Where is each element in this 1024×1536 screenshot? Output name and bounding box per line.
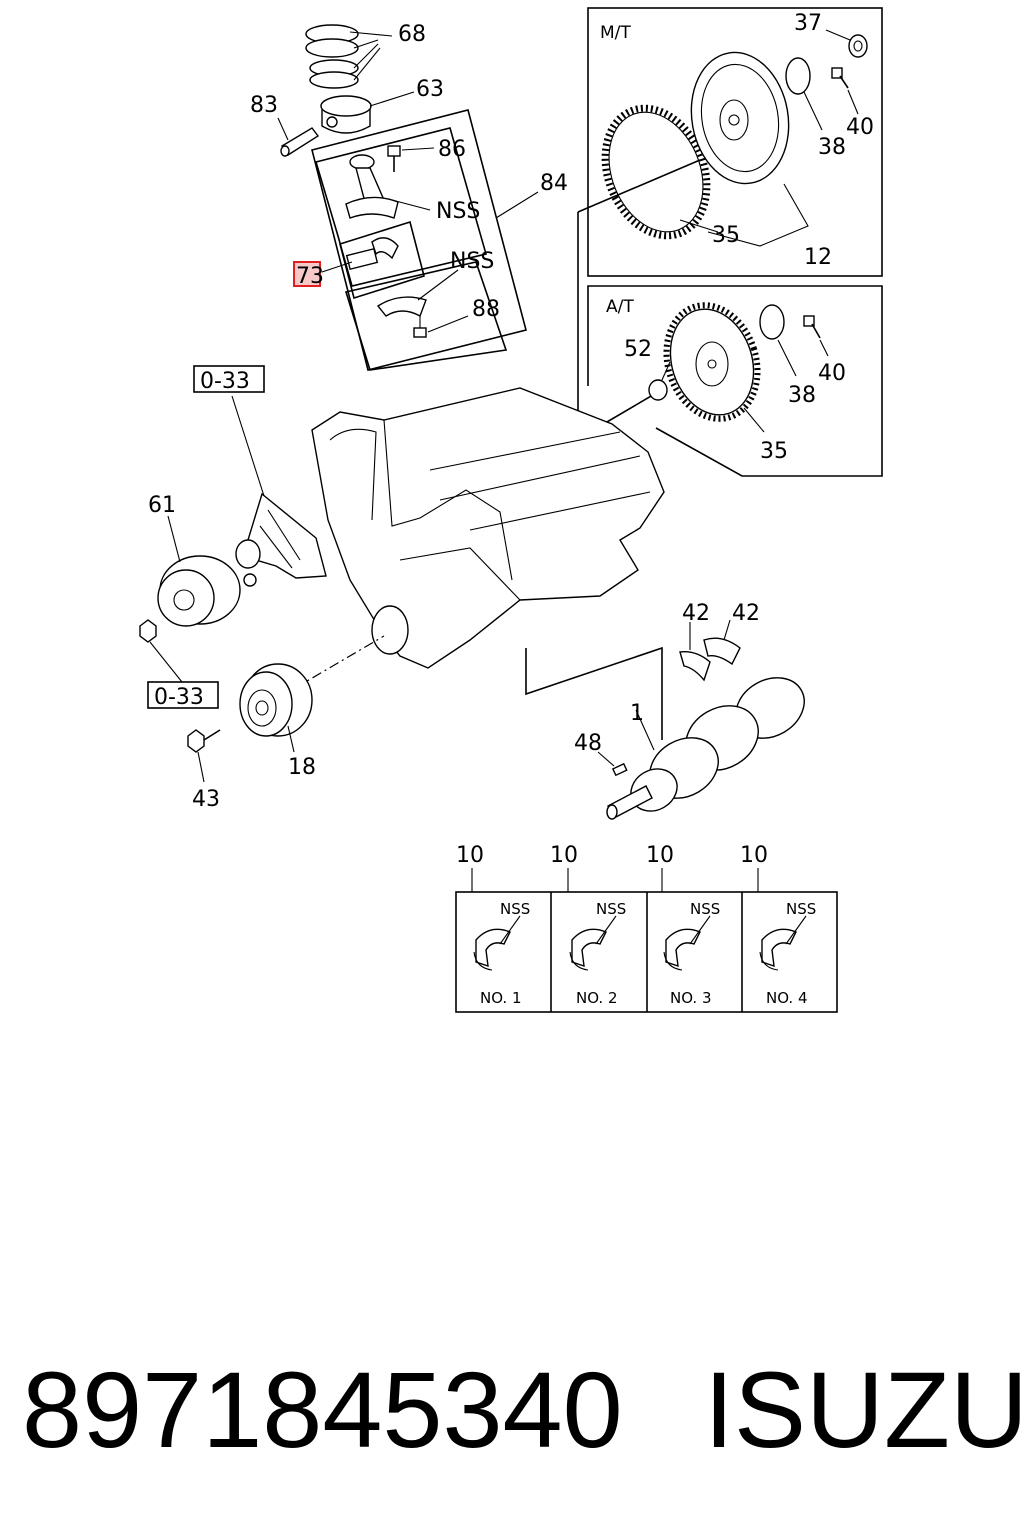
main-bearing-1[interactable] xyxy=(473,915,521,971)
callout-mt-plate: 38 xyxy=(818,135,846,160)
bearing-nss-1: NSS xyxy=(500,900,530,918)
conrod-bearing[interactable] xyxy=(321,237,399,273)
callout-rod-assembly: 84 xyxy=(540,171,568,196)
thrust-washer-left[interactable] xyxy=(679,622,711,682)
bearing-callout-1: 10 xyxy=(456,843,484,868)
interval-box-top xyxy=(193,365,265,393)
callout-at-pilot: 52 xyxy=(624,337,652,362)
conrod-assembly-frame xyxy=(311,109,539,371)
pulley-nut[interactable] xyxy=(139,619,183,683)
at-panel-label: A/T xyxy=(606,297,634,317)
interval-label-top: 0-33 xyxy=(200,369,250,394)
connecting-rod[interactable] xyxy=(345,154,431,219)
callout-rod-nut: 88 xyxy=(472,297,500,322)
callout-damper-bolt: 43 xyxy=(192,787,220,812)
callout-rod-bolt: 86 xyxy=(438,137,466,162)
callout-damper: 18 xyxy=(288,755,316,780)
conrod-bolt[interactable] xyxy=(387,145,435,172)
main-bearing-3[interactable] xyxy=(663,915,711,971)
main-bearing-table xyxy=(455,868,838,1013)
bearing-callout-2: 10 xyxy=(550,843,578,868)
at-plate[interactable] xyxy=(759,304,797,377)
mt-bolt[interactable] xyxy=(831,67,859,115)
callout-rings: 68 xyxy=(398,22,426,47)
piston-pin[interactable] xyxy=(277,117,320,157)
bearing-callout-4: 10 xyxy=(740,843,768,868)
callout-pulley: 61 xyxy=(148,493,176,518)
callout-key: 48 xyxy=(574,731,602,756)
crank-damper[interactable] xyxy=(239,663,313,753)
main-bearing-2[interactable] xyxy=(569,915,617,971)
bearing-nss-4: NSS xyxy=(786,900,816,918)
callout-rod-nss: NSS xyxy=(436,199,480,224)
crankshaft[interactable] xyxy=(606,666,815,820)
bearing-nss-3: NSS xyxy=(690,900,720,918)
fan-bracket[interactable] xyxy=(231,395,327,587)
at-bolt[interactable] xyxy=(803,315,829,357)
piston[interactable] xyxy=(320,91,415,134)
callout-at-ring-gear: 35 xyxy=(760,439,788,464)
bearing-label-3: NO. 3 xyxy=(670,989,712,1007)
thrust-washer-right[interactable] xyxy=(703,619,741,666)
manual-transmission-panel xyxy=(577,7,883,448)
callout-mt-ring-gear: 35 xyxy=(712,223,740,248)
callout-at-plate: 38 xyxy=(788,383,816,408)
callout-piston: 63 xyxy=(416,77,444,102)
conrod-cap[interactable] xyxy=(344,261,508,371)
bearing-nss-2: NSS xyxy=(596,900,626,918)
mt-flywheel[interactable] xyxy=(681,45,809,247)
callout-mt-flywheel: 12 xyxy=(804,245,832,270)
mt-panel-label: M/T xyxy=(600,23,631,43)
bearing-label-1: NO. 1 xyxy=(480,989,522,1007)
callout-pin: 83 xyxy=(250,93,278,118)
callout-mt-pilot: 37 xyxy=(794,11,822,36)
mt-pilot-bearing[interactable] xyxy=(825,29,868,58)
fan-pulley[interactable] xyxy=(157,515,241,627)
mt-ring-gear[interactable] xyxy=(587,93,725,251)
callout-thrust-left: 42 xyxy=(682,601,710,626)
interval-label-bottom: 0-33 xyxy=(154,685,204,710)
damper-bolt[interactable] xyxy=(187,729,221,783)
callout-mt-bolt: 40 xyxy=(846,115,874,140)
mt-plate[interactable] xyxy=(785,57,823,131)
callout-highlighted-bearing: 73 xyxy=(296,264,324,289)
main-bearing-4[interactable] xyxy=(759,915,807,971)
brand-name: ISUZU xyxy=(704,1349,1024,1470)
highlight-marker[interactable] xyxy=(293,261,321,287)
bearing-label-4: NO. 4 xyxy=(766,989,808,1007)
interval-box-bottom xyxy=(147,681,219,709)
callout-cap-nss: NSS xyxy=(450,249,494,274)
engine-block xyxy=(277,387,665,699)
crank-key[interactable] xyxy=(597,751,628,777)
part-number: 8971845340 xyxy=(22,1349,623,1470)
callout-crankshaft: 1 xyxy=(630,701,644,726)
conrod-bearing-box xyxy=(339,220,425,300)
oil-pan-bracket xyxy=(525,646,663,740)
at-pilot[interactable] xyxy=(648,361,671,401)
callout-thrust-right: 42 xyxy=(732,601,760,626)
piston-rings[interactable] xyxy=(305,24,393,89)
bearing-label-2: NO. 2 xyxy=(576,989,618,1007)
bearing-callout-3: 10 xyxy=(646,843,674,868)
callout-at-bolt: 40 xyxy=(818,361,846,386)
at-flexplate[interactable] xyxy=(652,293,772,433)
